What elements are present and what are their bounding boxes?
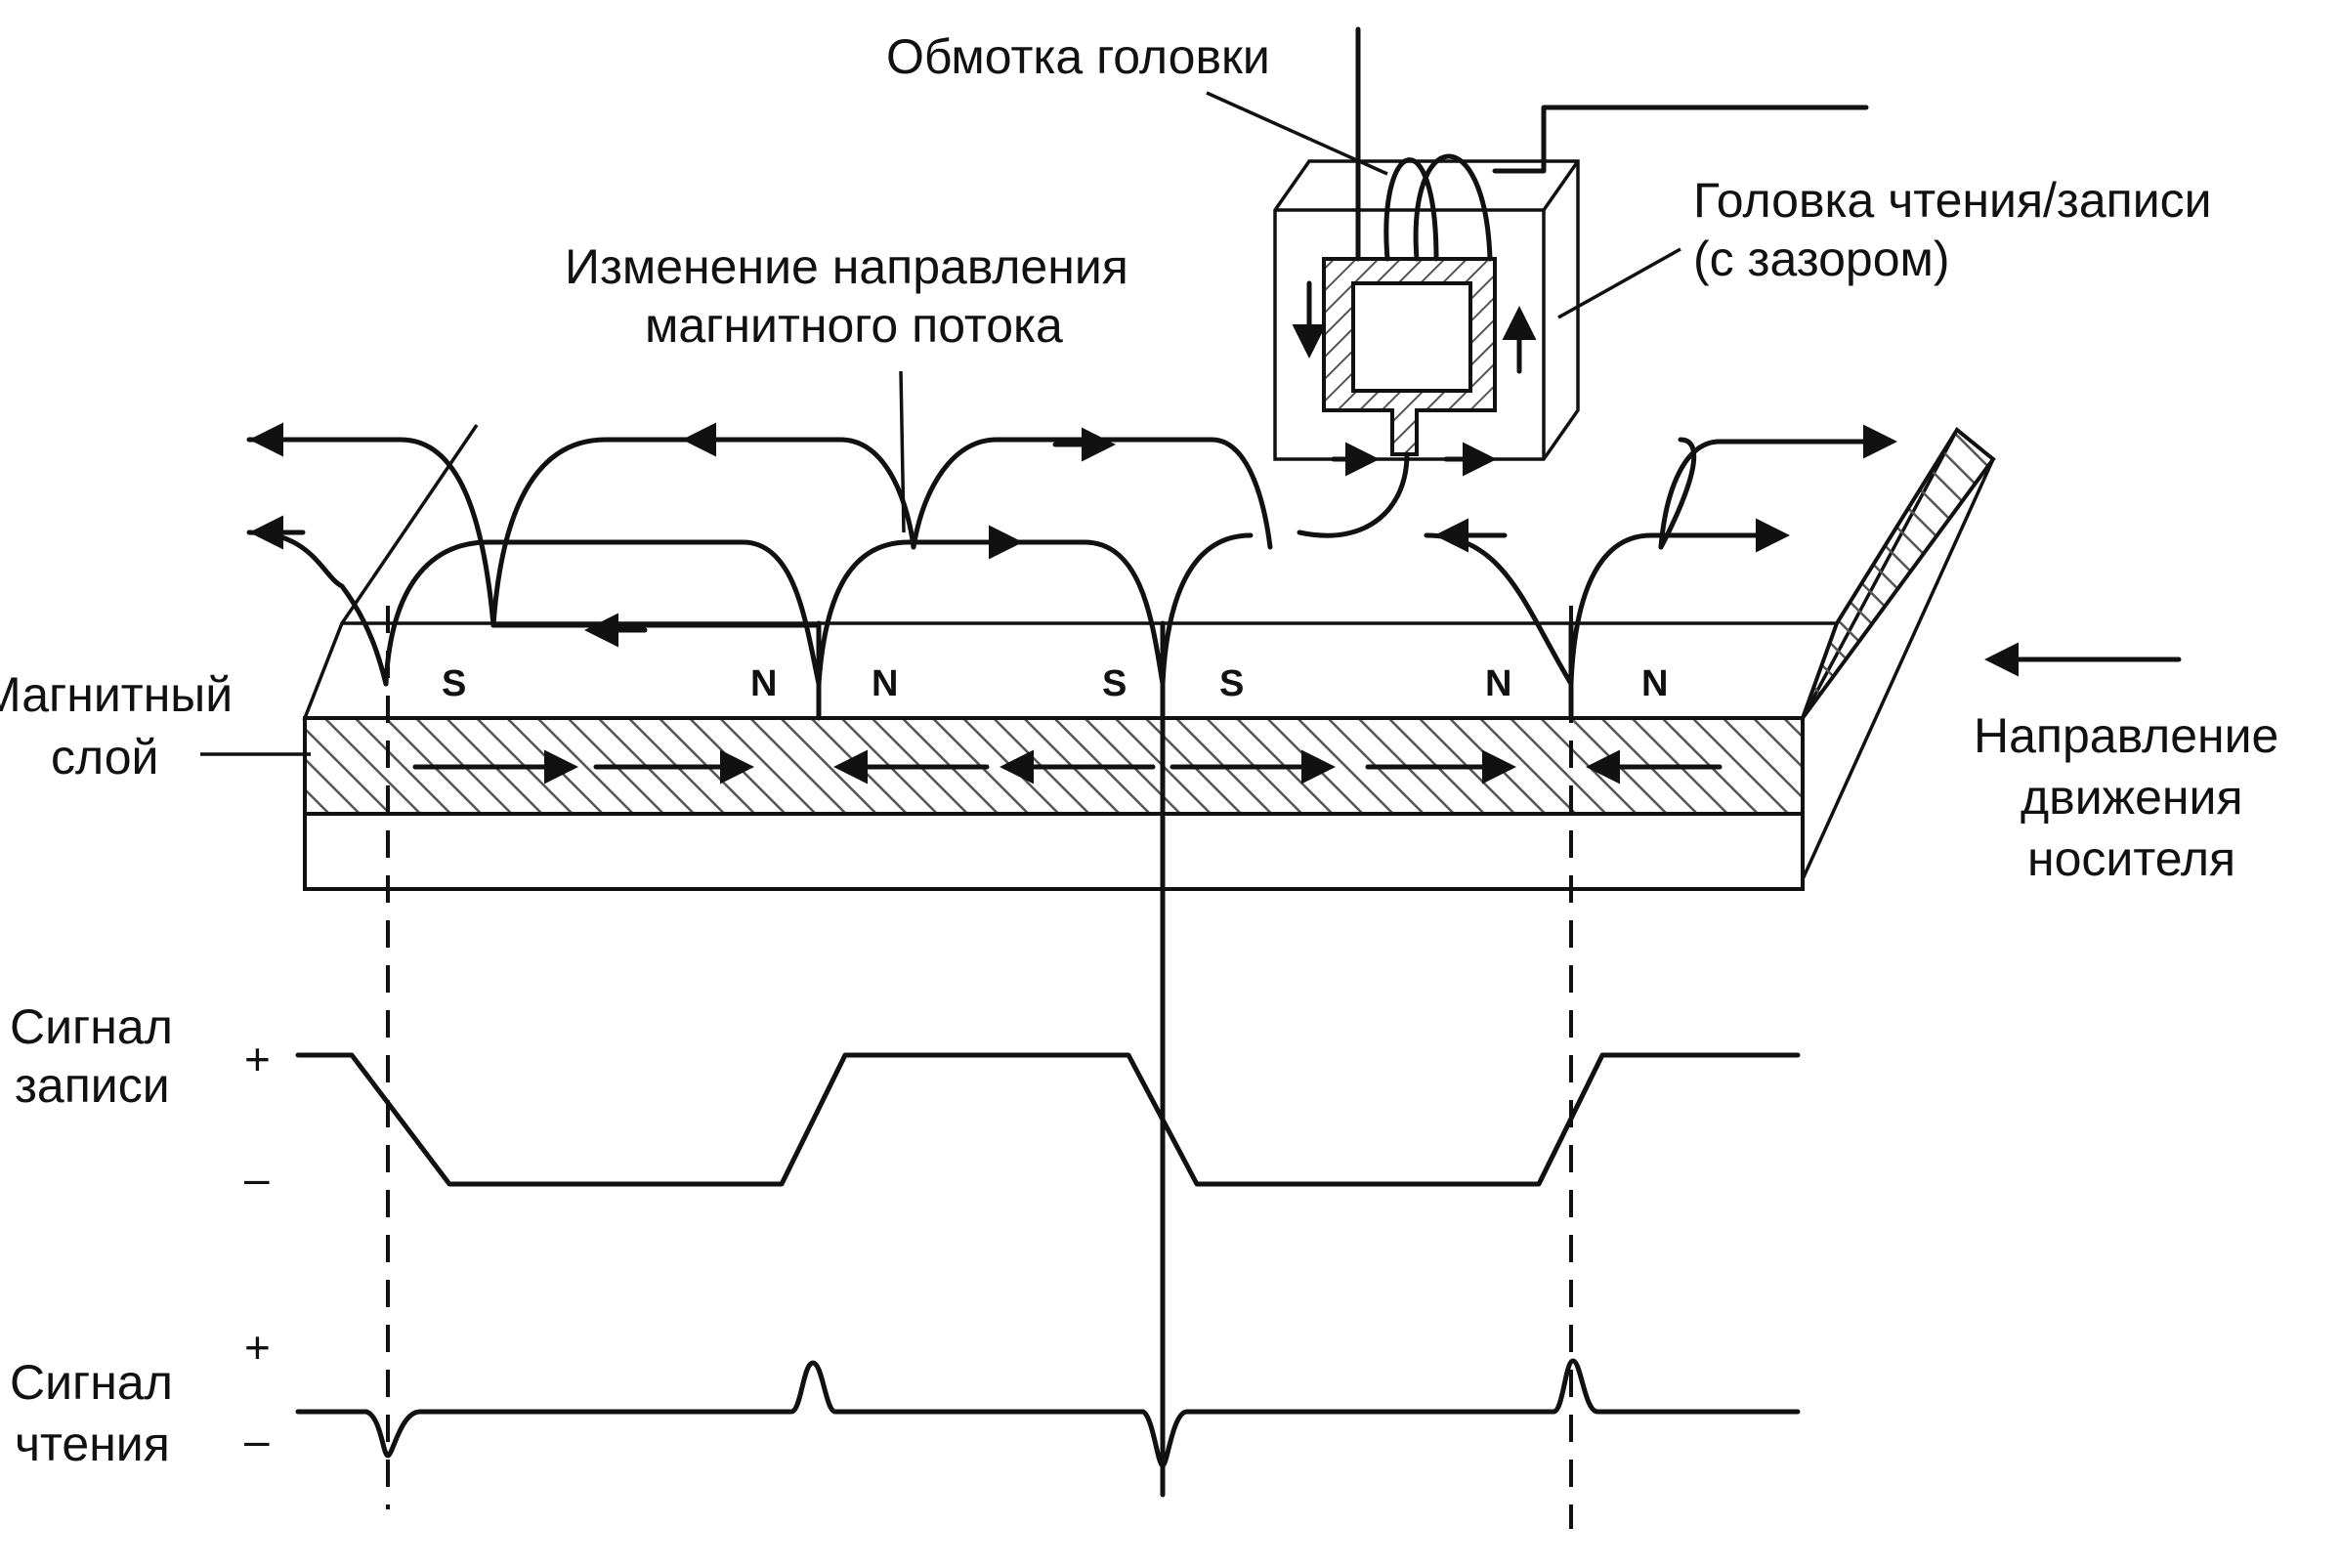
write-plus-sign: +: [244, 1034, 271, 1084]
pole-label: S: [442, 663, 466, 704]
domain-boundaries: [816, 620, 1574, 721]
read-label-line2: чтения: [15, 1417, 170, 1471]
medium-top-face: [302, 621, 1840, 720]
flux-label-line1: Изменение направления: [565, 239, 1128, 294]
substrate: [303, 812, 1805, 891]
pole-label: N: [1641, 663, 1668, 704]
read-label-line1: Сигнал: [10, 1355, 173, 1410]
pole-label: S: [1102, 663, 1127, 704]
layer-label-line2: слой: [51, 730, 158, 784]
medium-receding-layer: [1801, 427, 1996, 720]
recording-medium: [302, 424, 1996, 891]
leader-lines: [200, 91, 1681, 756]
coil-label: Обмотка головки: [886, 29, 1270, 84]
pole-label: N: [750, 663, 777, 704]
read-signal-waveform: [295, 1358, 1801, 1468]
flux-lines: [246, 422, 1897, 687]
head-label-line2: (с зазором): [1693, 232, 1950, 286]
pole-label: S: [1219, 663, 1244, 704]
write-label-line2: записи: [15, 1058, 170, 1113]
pole-labels: S N N S S N N: [442, 663, 1668, 704]
write-minus-sign: –: [244, 1153, 270, 1204]
read-write-head: [1273, 26, 1869, 538]
flux-label-line2: магнитного потока: [645, 298, 1063, 353]
write-label-line1: Сигнал: [10, 999, 173, 1054]
write-signal-waveform: [295, 1052, 1801, 1187]
read-minus-sign: –: [244, 1415, 270, 1465]
labels: Обмотка головки Изменение направления ма…: [0, 29, 2278, 1471]
motion-label-line1: Направление: [1974, 708, 2278, 763]
alignment-lines: [386, 606, 1573, 1529]
head-label-line1: Головка чтения/записи: [1693, 173, 2212, 228]
read-plus-sign: +: [244, 1322, 271, 1373]
pole-label: N: [872, 663, 898, 704]
motion-label-line2: движения: [2021, 770, 2243, 825]
pole-label: N: [1485, 663, 1511, 704]
layer-label-line1: Магнитный: [0, 667, 233, 722]
motion-label-line3: носителя: [2027, 831, 2235, 886]
